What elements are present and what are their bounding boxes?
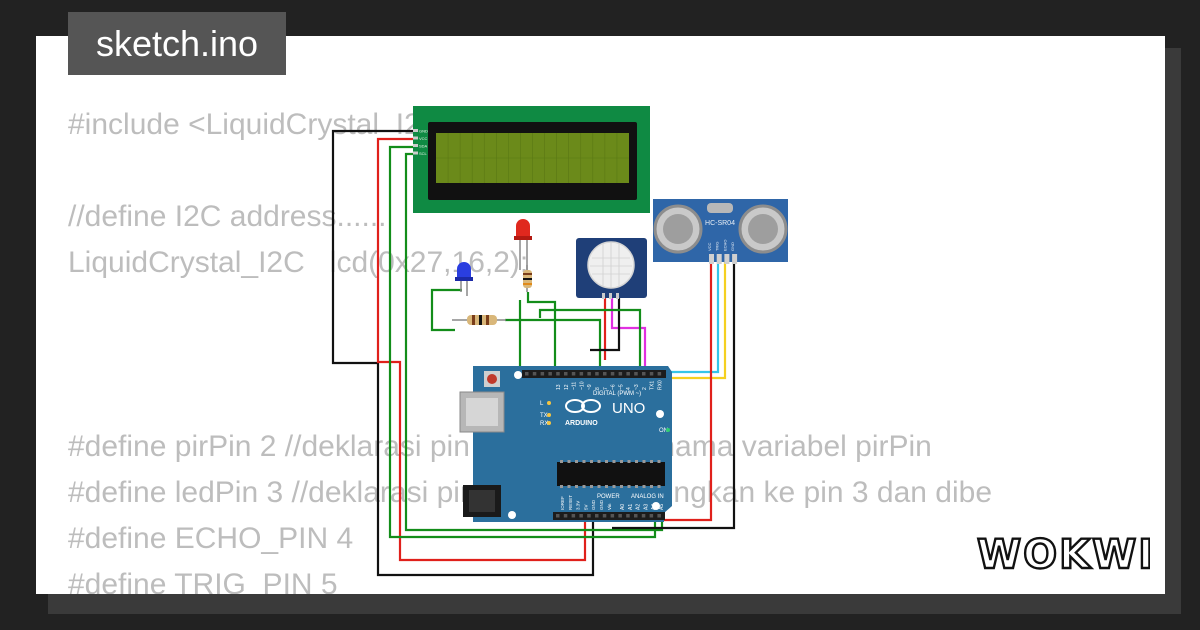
tx-label: TX [540, 413, 548, 419]
wokwi-logo: WOKWI [976, 531, 1150, 576]
blue-led [455, 262, 473, 296]
power-pin-label: GND [591, 499, 596, 510]
ultrasonic-pin-label: TRIG [715, 241, 720, 251]
board-model-label: UNO [612, 400, 645, 417]
digital-pin-label: RX0 [657, 380, 663, 390]
power-pin-label: GND [599, 499, 604, 510]
wire-red-led [526, 292, 557, 370]
wire-pir-gnd [590, 298, 621, 352]
wire-pir-signal [610, 298, 647, 378]
digital-pin-label: ~3 [634, 384, 640, 390]
arduino-uno-board: UNO ARDUINO DIGITAL (PWM ~) POWER ANALOG… [459, 366, 672, 522]
pir-sensor [576, 238, 647, 299]
rx-label: RX [540, 421, 548, 427]
digital-pin-label: ~10 [579, 381, 585, 390]
on-label: ON [659, 428, 668, 434]
digital-pin-label: ~6 [611, 384, 617, 390]
lcd-pin-label: SCL [419, 151, 428, 156]
wire-us-echo [650, 262, 727, 380]
analog-pin-label: A2 [636, 504, 642, 510]
analog-pin-label: A5 [659, 504, 665, 510]
wire-us-trig [638, 262, 720, 378]
code-line: LiquidCrystal_I2C lcd(0x27,16,2); [68, 246, 529, 279]
digital-pin-label: 7 [603, 387, 609, 390]
wire-pir-d2 [538, 308, 642, 378]
digital-label: DIGITAL (PWM ~) [593, 391, 641, 397]
digital-pin-label: ~5 [618, 384, 624, 390]
analog-pin-label: A1 [628, 504, 634, 510]
ultrasonic-pin-label: ECHO [722, 239, 727, 251]
digital-pin-label: TX1 [650, 381, 656, 390]
analog-pin-label: A4 [651, 504, 657, 510]
power-pin-label: Vin [607, 503, 612, 510]
digital-pin-label: ~9 [587, 384, 593, 390]
digital-pin-label: 13 [556, 384, 562, 390]
power-pin-label: RESET [568, 495, 573, 510]
wire-resistor-out [505, 318, 602, 376]
digital-pin-label: 12 [564, 384, 570, 390]
ultrasonic-pin-label: GND [730, 242, 735, 251]
power-label: POWER [597, 494, 620, 500]
ultrasonic-pin-label: VCC [707, 242, 712, 251]
code-line: #define ECHO_PIN 4 [68, 522, 354, 555]
code-line: #define TRIG_PIN 5 [68, 568, 338, 594]
power-pin-label: 3.3V [576, 501, 581, 510]
lcd-pin-label: GND [419, 129, 428, 134]
brand-name: WOKWI [977, 532, 1150, 576]
analog-pin-label: A0 [620, 504, 626, 510]
digital-pin-label: 8 [595, 387, 601, 390]
lcd-pin-label: VCC [419, 136, 428, 141]
analog-pin-label: A3 [643, 504, 649, 510]
wire-us-gnd [612, 262, 736, 530]
l-label: L [540, 401, 544, 407]
lcd-pin-label: SDA [419, 144, 428, 149]
resistor-blue-led [452, 315, 506, 325]
lcd-display: GND VCC SDA SCL [413, 106, 650, 213]
resistor-red-led [523, 265, 532, 292]
wire-led-blue [430, 288, 462, 332]
digital-pin-label: 4 [626, 387, 632, 390]
red-led [514, 219, 532, 270]
digital-pin-label: ~11 [572, 382, 578, 390]
wire-lcd-scl [404, 152, 664, 532]
power-pin-label: IOREF [560, 496, 565, 510]
power-pin-label: 5V [583, 504, 588, 510]
digital-pin-label: 2 [642, 387, 648, 390]
wire-lcd-vcc [376, 137, 587, 562]
code-line: //define I2C address...... [68, 200, 387, 233]
board-logo-text: ARDUINO [565, 420, 598, 427]
ultrasonic-label: HC-SR04 [705, 220, 735, 227]
file-tab[interactable]: sketch.ino [68, 12, 286, 75]
analog-label: ANALOG IN [631, 494, 664, 500]
